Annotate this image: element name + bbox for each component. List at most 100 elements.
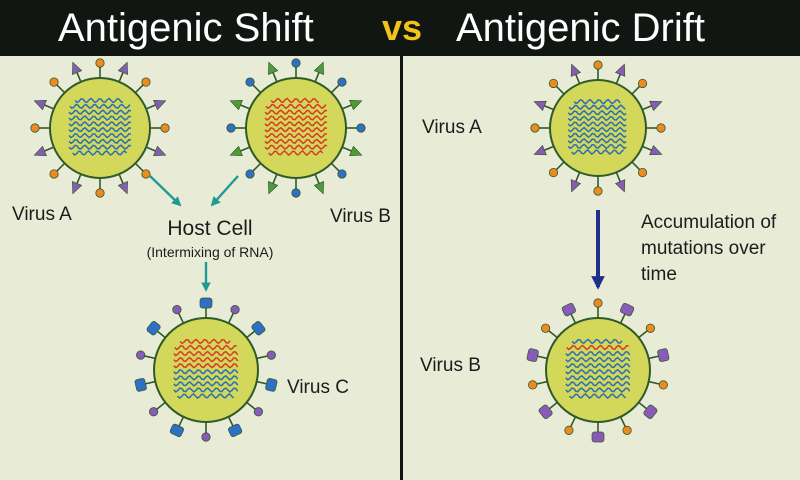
virus-spike bbox=[145, 100, 167, 111]
virus-spike bbox=[246, 401, 263, 417]
virus-spike bbox=[631, 161, 648, 178]
rna-strand bbox=[68, 138, 132, 145]
rna-strand bbox=[74, 97, 124, 104]
rna-strand bbox=[68, 109, 132, 116]
virus-spike bbox=[526, 348, 548, 362]
rna-strand bbox=[179, 338, 231, 345]
virus-spike bbox=[313, 173, 324, 195]
virus-spike bbox=[229, 100, 251, 111]
virus-spike bbox=[149, 401, 166, 417]
virus-spike bbox=[72, 61, 83, 83]
rna-strand bbox=[270, 97, 320, 104]
rna-strand bbox=[565, 350, 631, 357]
virus-spike bbox=[226, 123, 246, 133]
rna-strand bbox=[565, 368, 631, 375]
virus-spike bbox=[150, 123, 170, 133]
virus-spike bbox=[199, 297, 213, 318]
virus-spike bbox=[256, 350, 276, 360]
virus-spike bbox=[593, 60, 603, 80]
host-cell-label: Host Cell bbox=[167, 217, 253, 240]
virus-spike bbox=[619, 302, 635, 324]
virus-spike bbox=[49, 162, 66, 179]
title-bar: Antigenic Shift vs Antigenic Drift bbox=[0, 0, 800, 56]
virus-spike bbox=[95, 58, 105, 78]
virus-spike bbox=[548, 161, 565, 178]
rna-strand bbox=[565, 387, 631, 393]
rna-strand bbox=[69, 103, 131, 110]
virus-spike bbox=[648, 348, 670, 362]
rna-strand bbox=[567, 109, 627, 116]
rna-strand bbox=[264, 132, 328, 139]
antigenic-drift-title: Antigenic Drift bbox=[456, 6, 705, 50]
virus-spike bbox=[593, 298, 603, 318]
virus-spike bbox=[33, 145, 55, 156]
virus-spike bbox=[642, 100, 663, 112]
rna-strand bbox=[567, 132, 627, 139]
drift-virus-a-label: Virus A bbox=[422, 117, 482, 138]
virus-spike bbox=[169, 416, 185, 438]
virus-spike bbox=[227, 305, 240, 324]
virus-spike bbox=[246, 321, 266, 339]
rna-strand bbox=[173, 387, 239, 393]
rna-strand bbox=[264, 144, 328, 151]
virus-spike bbox=[256, 378, 278, 392]
virus-spike bbox=[648, 380, 668, 390]
rna-strand bbox=[264, 109, 328, 116]
rna-strand bbox=[571, 338, 623, 345]
virus-spike bbox=[117, 173, 128, 195]
rna-strand bbox=[568, 104, 626, 111]
rna-strand bbox=[173, 380, 239, 387]
shift-virus-c-particle bbox=[134, 297, 278, 442]
virus-spike bbox=[136, 350, 156, 360]
rna-strand bbox=[565, 380, 631, 387]
virus-capsid bbox=[549, 79, 647, 177]
rna-strand bbox=[68, 115, 132, 121]
virus-spike bbox=[229, 145, 251, 156]
virus-spike bbox=[619, 416, 632, 435]
virus-spike bbox=[541, 323, 558, 339]
virus-spike bbox=[570, 63, 582, 84]
virus-spike bbox=[330, 162, 347, 179]
rna-strand bbox=[568, 393, 627, 399]
arrow-b-to-host bbox=[210, 175, 239, 207]
virus-spike bbox=[49, 77, 66, 94]
rna-strand bbox=[264, 120, 328, 127]
virus-capsid bbox=[245, 77, 347, 179]
virus-spike bbox=[313, 61, 324, 83]
virus-spike bbox=[134, 77, 151, 94]
virus-spike bbox=[570, 172, 582, 193]
shift-virus-b-label: Virus B bbox=[330, 206, 391, 227]
virus-spike bbox=[533, 100, 554, 112]
rna-strand bbox=[176, 393, 235, 399]
virus-spike bbox=[548, 78, 565, 95]
rna-strand bbox=[265, 103, 327, 110]
rna-strand bbox=[565, 374, 631, 381]
virus-spike bbox=[145, 145, 167, 156]
virus-spike bbox=[33, 100, 55, 111]
virus-spike bbox=[245, 162, 262, 179]
virus-spike bbox=[530, 123, 550, 133]
rna-strand bbox=[264, 126, 328, 133]
rna-strand bbox=[68, 126, 132, 133]
virus-spike bbox=[291, 58, 301, 78]
arrow-a-to-host bbox=[149, 175, 182, 207]
virus-spike bbox=[30, 123, 50, 133]
virus-spike bbox=[146, 321, 166, 339]
rna-strand bbox=[173, 350, 239, 357]
rna-strand bbox=[173, 356, 239, 363]
antigenic-shift-title: Antigenic Shift bbox=[58, 6, 314, 50]
virus-spike bbox=[614, 63, 626, 84]
shift-virus-b-particle bbox=[226, 58, 366, 198]
virus-spike bbox=[291, 178, 301, 198]
rna-strand bbox=[173, 368, 239, 375]
virus-spike bbox=[268, 173, 279, 195]
rna-strand bbox=[567, 143, 627, 150]
virus-spike bbox=[638, 401, 658, 419]
rna-strand bbox=[268, 150, 324, 156]
virus-spike bbox=[245, 77, 262, 94]
virus-spike bbox=[533, 144, 554, 156]
virus-spike bbox=[201, 422, 211, 442]
virus-spike bbox=[564, 416, 577, 435]
